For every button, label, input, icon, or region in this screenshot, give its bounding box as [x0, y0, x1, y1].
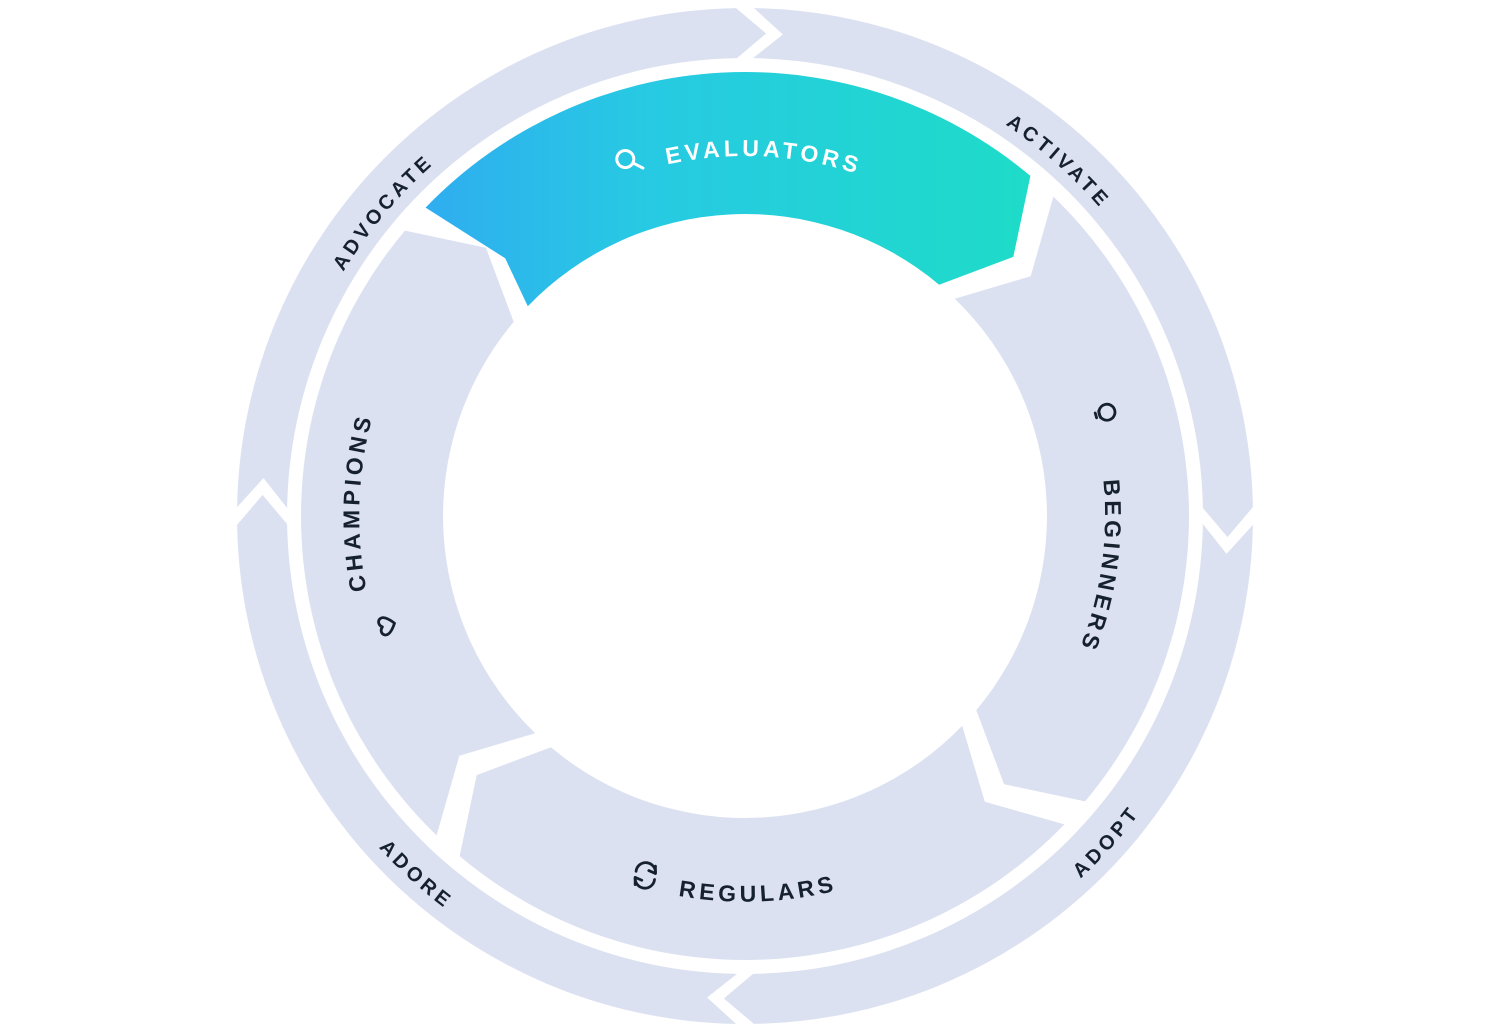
outer-ring: ADVOCATE ACTIVATE ADOPT ADORE: [237, 8, 1253, 1024]
stage-segment-evaluators[interactable]: EVALUATORS: [425, 72, 1031, 307]
outer-ring-arc-activate: [753, 8, 1253, 538]
stage-arc-champions[interactable]: [301, 230, 536, 836]
outer-ring-arc-advocate: [237, 8, 767, 508]
heart-icon: [377, 616, 396, 637]
outer-ring-arc-adore: [237, 494, 737, 1024]
stage-segment-champions[interactable]: CHAMPIONS: [301, 230, 536, 836]
stage-segments: EVALUATORS BEGINNERS: [301, 72, 1189, 960]
refresh-icon: [633, 861, 657, 890]
search-icon: [615, 149, 645, 170]
stage-segment-beginners[interactable]: BEGINNERS: [954, 196, 1189, 802]
lightbulb-icon: [1093, 402, 1117, 422]
stage-arc-evaluators[interactable]: [425, 72, 1031, 307]
outer-ring-arc-adopt: [723, 524, 1253, 1024]
stage-arc-regulars[interactable]: [459, 725, 1065, 960]
stage-arc-beginners[interactable]: [954, 196, 1189, 802]
stage-segment-regulars[interactable]: REGULARS: [459, 725, 1065, 960]
